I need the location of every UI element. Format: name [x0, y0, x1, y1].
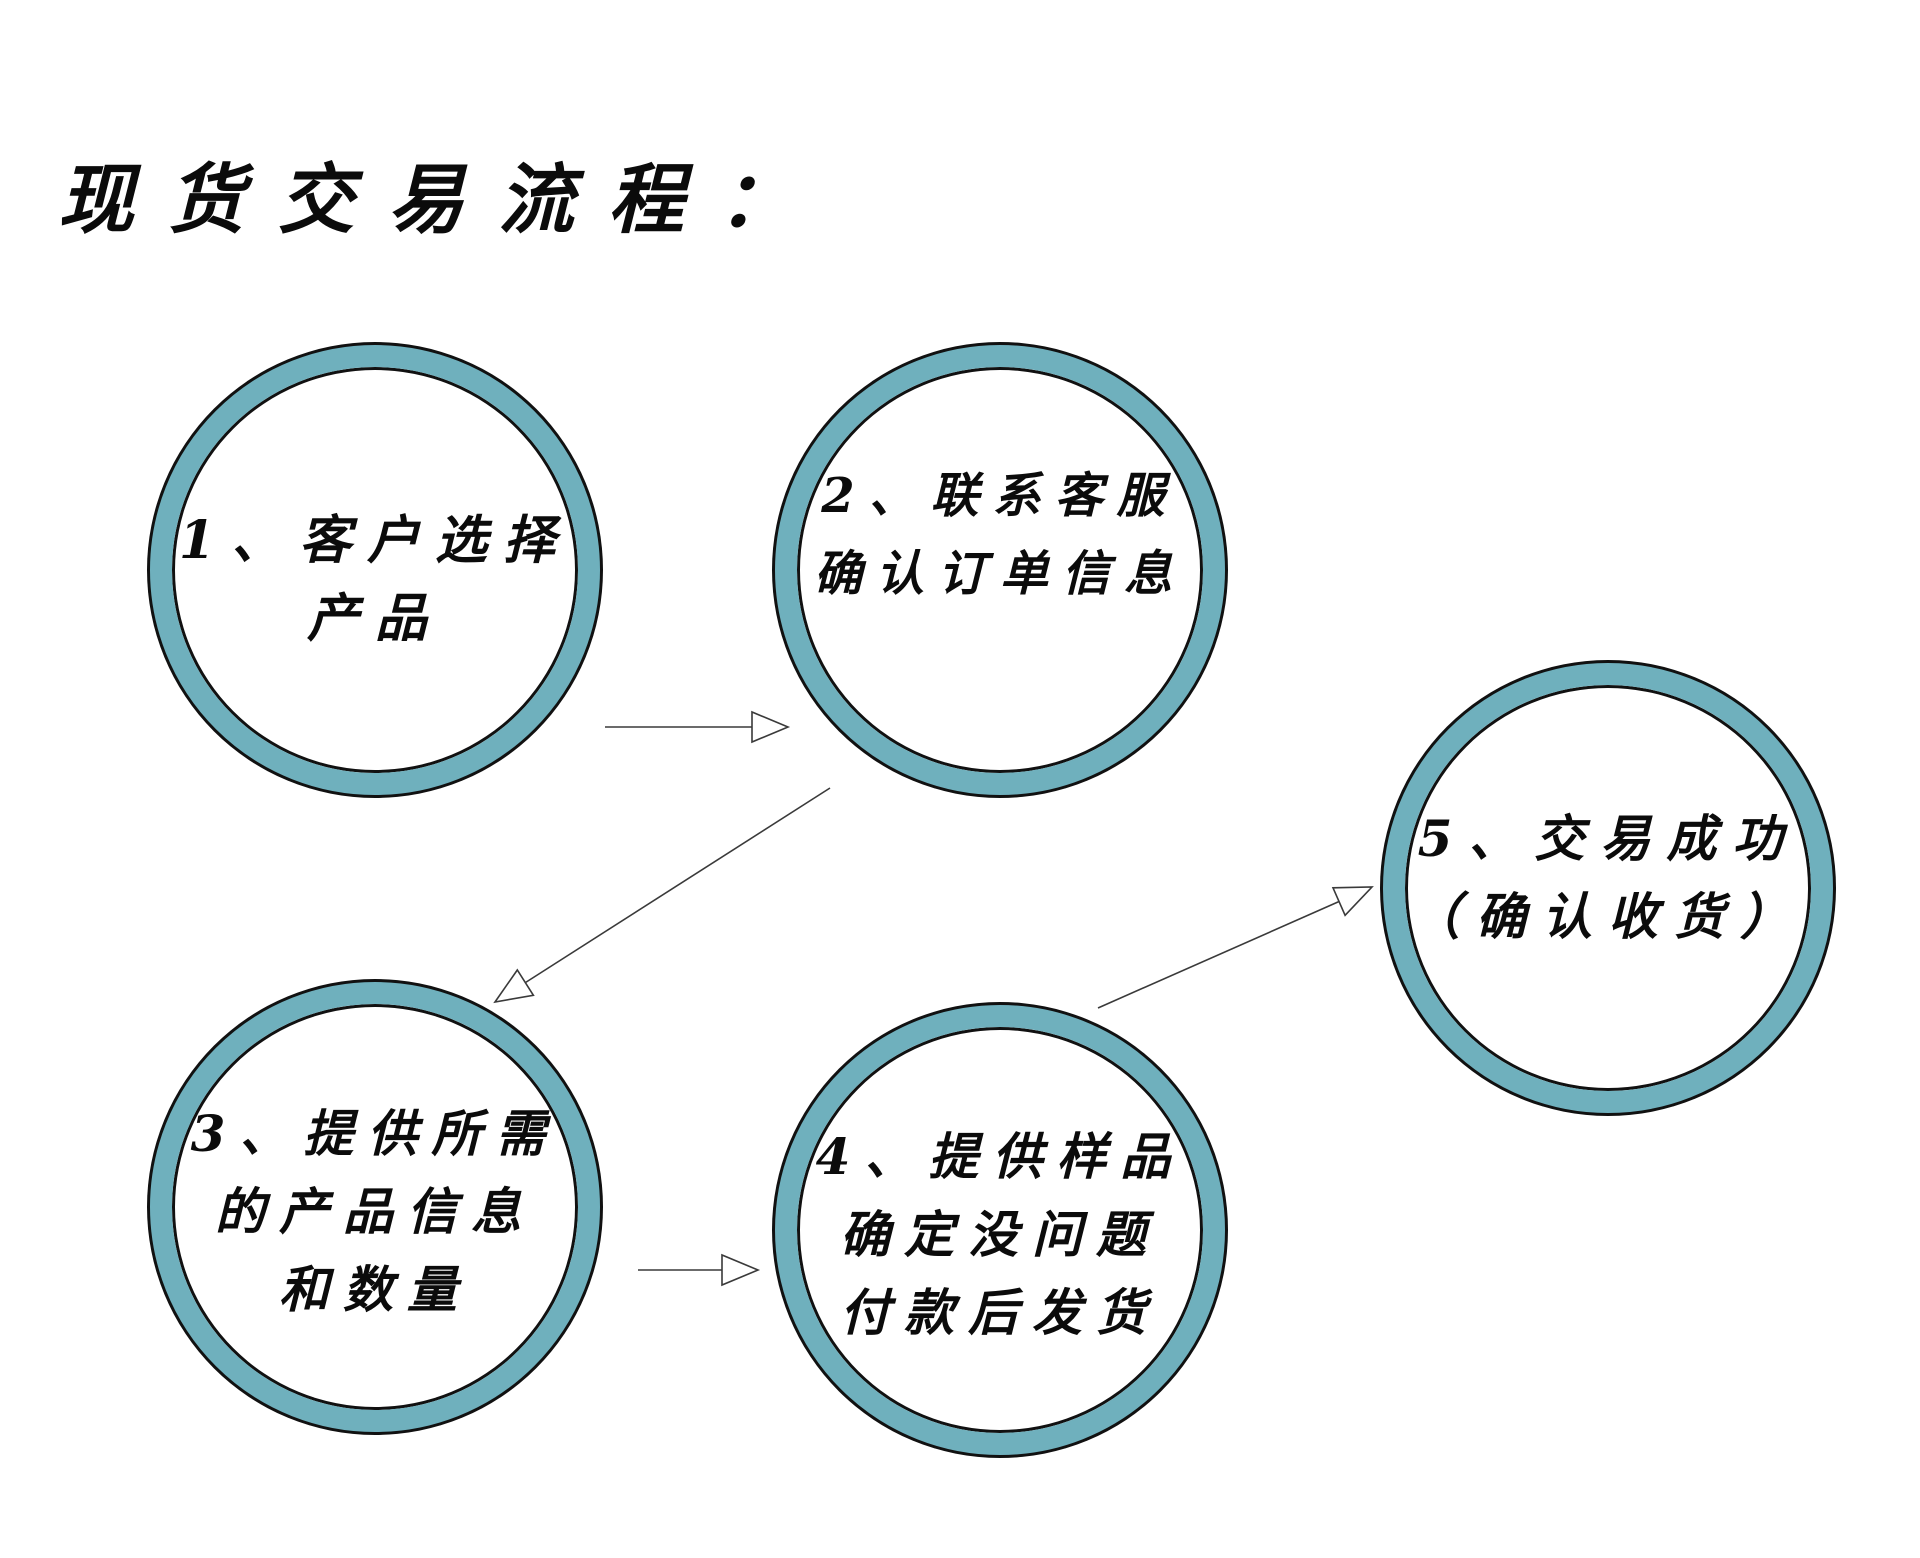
step-5-line-2: （确认收货） — [1410, 887, 1806, 946]
page-title: 现货交易流程： — [58, 155, 828, 244]
step-2-line-2: 确认订单信息 — [813, 546, 1186, 602]
step-3-line-3: 和数量 — [278, 1260, 471, 1319]
step-node-2: 2、联系客服 确认订单信息 — [775, 345, 1225, 795]
step-node-5: 5、交易成功 （确认收货） — [1383, 663, 1833, 1113]
arrowhead-1-2 — [751, 710, 791, 744]
step-text-5: 5、交易成功 （确认收货） — [1410, 800, 1806, 956]
step-5-line-1: 5、交易成功 — [1417, 809, 1799, 868]
connector-4-5 — [1097, 900, 1340, 1009]
connector-2-3 — [524, 787, 831, 984]
step-text-4: 4、提供样品 确定没问题 付款后发货 — [816, 1118, 1185, 1352]
step-4-line-2: 确定没问题 — [839, 1205, 1160, 1264]
step-node-4: 4、提供样品 确定没问题 付款后发货 — [775, 1005, 1225, 1455]
step-4-line-1: 4、提供样品 — [815, 1127, 1185, 1186]
step-1-line-1: 1、客户选择 — [178, 510, 572, 571]
step-node-3: 3、提供所需 的产品信息 和数量 — [150, 982, 600, 1432]
arrowhead-4-5 — [1331, 886, 1374, 917]
step-3-line-2: 的产品信息 — [214, 1182, 535, 1241]
step-text-1: 1、客户选择 产品 — [179, 482, 571, 658]
step-text-2: 2、联系客服 确认订单信息 — [814, 457, 1186, 613]
step-3-line-1: 3、提供所需 — [190, 1104, 560, 1163]
connector-layer — [493, 710, 1374, 1287]
step-1-line-2: 产品 — [306, 588, 443, 649]
step-text-3: 3、提供所需 的产品信息 和数量 — [191, 1095, 560, 1329]
arrowhead-2-3 — [493, 968, 535, 1004]
arrowhead-3-4 — [721, 1253, 761, 1287]
step-4-line-3: 付款后发货 — [839, 1283, 1160, 1342]
step-2-line-1: 2、联系客服 — [821, 468, 1179, 524]
step-node-1: 1、客户选择 产品 — [150, 345, 600, 795]
